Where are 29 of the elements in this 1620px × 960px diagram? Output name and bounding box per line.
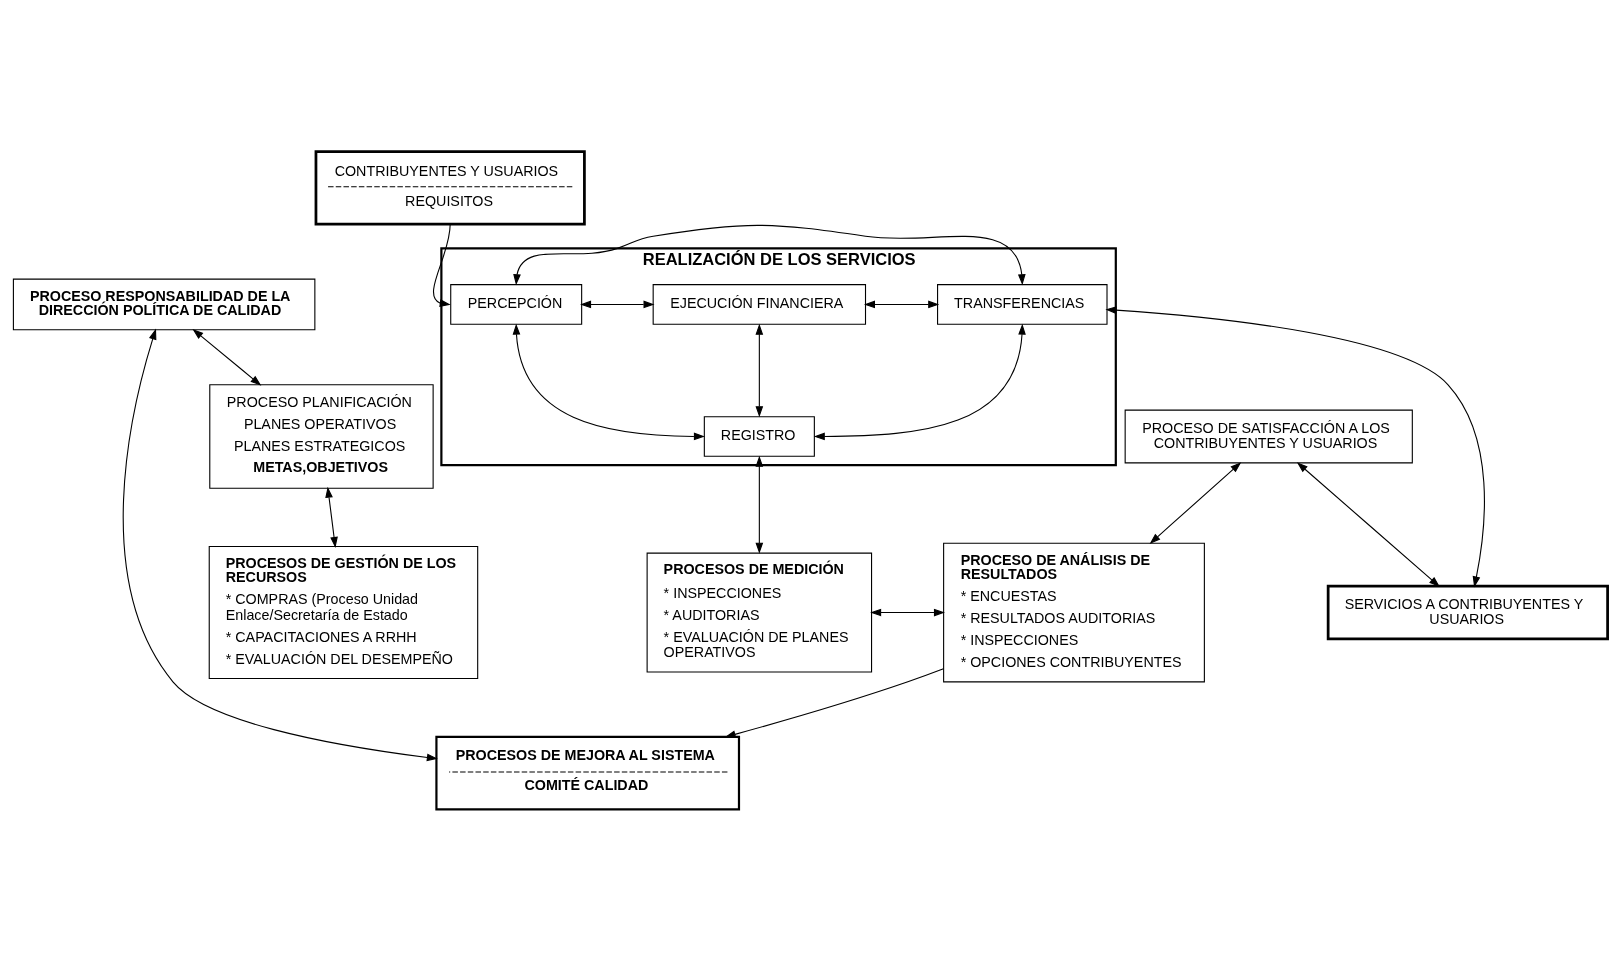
node-box: PROCESOS DE MEDICIÓN * INSPECCIONES * AUDITORIAS * EVALUACIÓN DE PLANES OPERATIVOS xyxy=(646,552,872,672)
arrow xyxy=(869,608,945,616)
node-box: PROCESOS DE GESTIÓN DE LOS RECURSOS * COMPRAS (Proceso Unidad Enlace/Secretaría de Estado * CAPACITACIONES A RRHH * EVALUACIÓN DEL DESEMPEÑO xyxy=(208,545,478,679)
node-box: PROCESO DE ANÁLISIS DE RESULTADOS * ENCUESTAS * RESULTADOS AUDITORIAS * INSPECCIONES * OPCIONES CONTRIBUYENTES xyxy=(942,542,1205,682)
arrow xyxy=(432,223,451,307)
arrow xyxy=(755,323,763,417)
arrow xyxy=(324,486,338,548)
node-box: CONTRIBUYENTES Y USUARIOS REQUISITOS xyxy=(314,149,586,226)
arrow xyxy=(813,323,1026,440)
node-box: PROCESO PLANIFICACIÓN PLANES OPERATIVOS PLANES ESTRATEGICOS METAS,OBJETIVOS xyxy=(208,383,434,489)
arrow xyxy=(863,300,939,308)
arrow xyxy=(755,455,763,554)
node-box: EJECUCIÓN FINANCIERA xyxy=(652,283,866,325)
arrow xyxy=(122,328,438,761)
node-box: PERCEPCIÓN xyxy=(449,283,582,325)
node-box: PROCESO RESPONSABILIDAD DE LA DIRECCIÓN POLÍTICA DE CALIDAD xyxy=(12,278,315,330)
node-box: PROCESOS DE MEJORA AL SISTEMA COMITÉ CALIDAD xyxy=(434,735,740,811)
arrow xyxy=(191,328,261,386)
arrow xyxy=(1296,461,1440,587)
node-box: PROCESO DE SATISFACCIÓN A LOS CONTRIBUYENTES Y USUARIOS xyxy=(1124,409,1413,463)
node-box: TRANSFERENCIAS xyxy=(936,283,1108,325)
arrow xyxy=(1149,461,1241,544)
node-box: REGISTRO xyxy=(703,415,815,457)
arrow xyxy=(512,323,705,440)
arrow xyxy=(512,224,1026,285)
arrow xyxy=(1104,305,1485,587)
arrow xyxy=(579,300,654,308)
node-box: SERVICIOS A CONTRIBUYENTES Y USUARIOS xyxy=(1326,584,1609,640)
arrow xyxy=(724,667,944,738)
